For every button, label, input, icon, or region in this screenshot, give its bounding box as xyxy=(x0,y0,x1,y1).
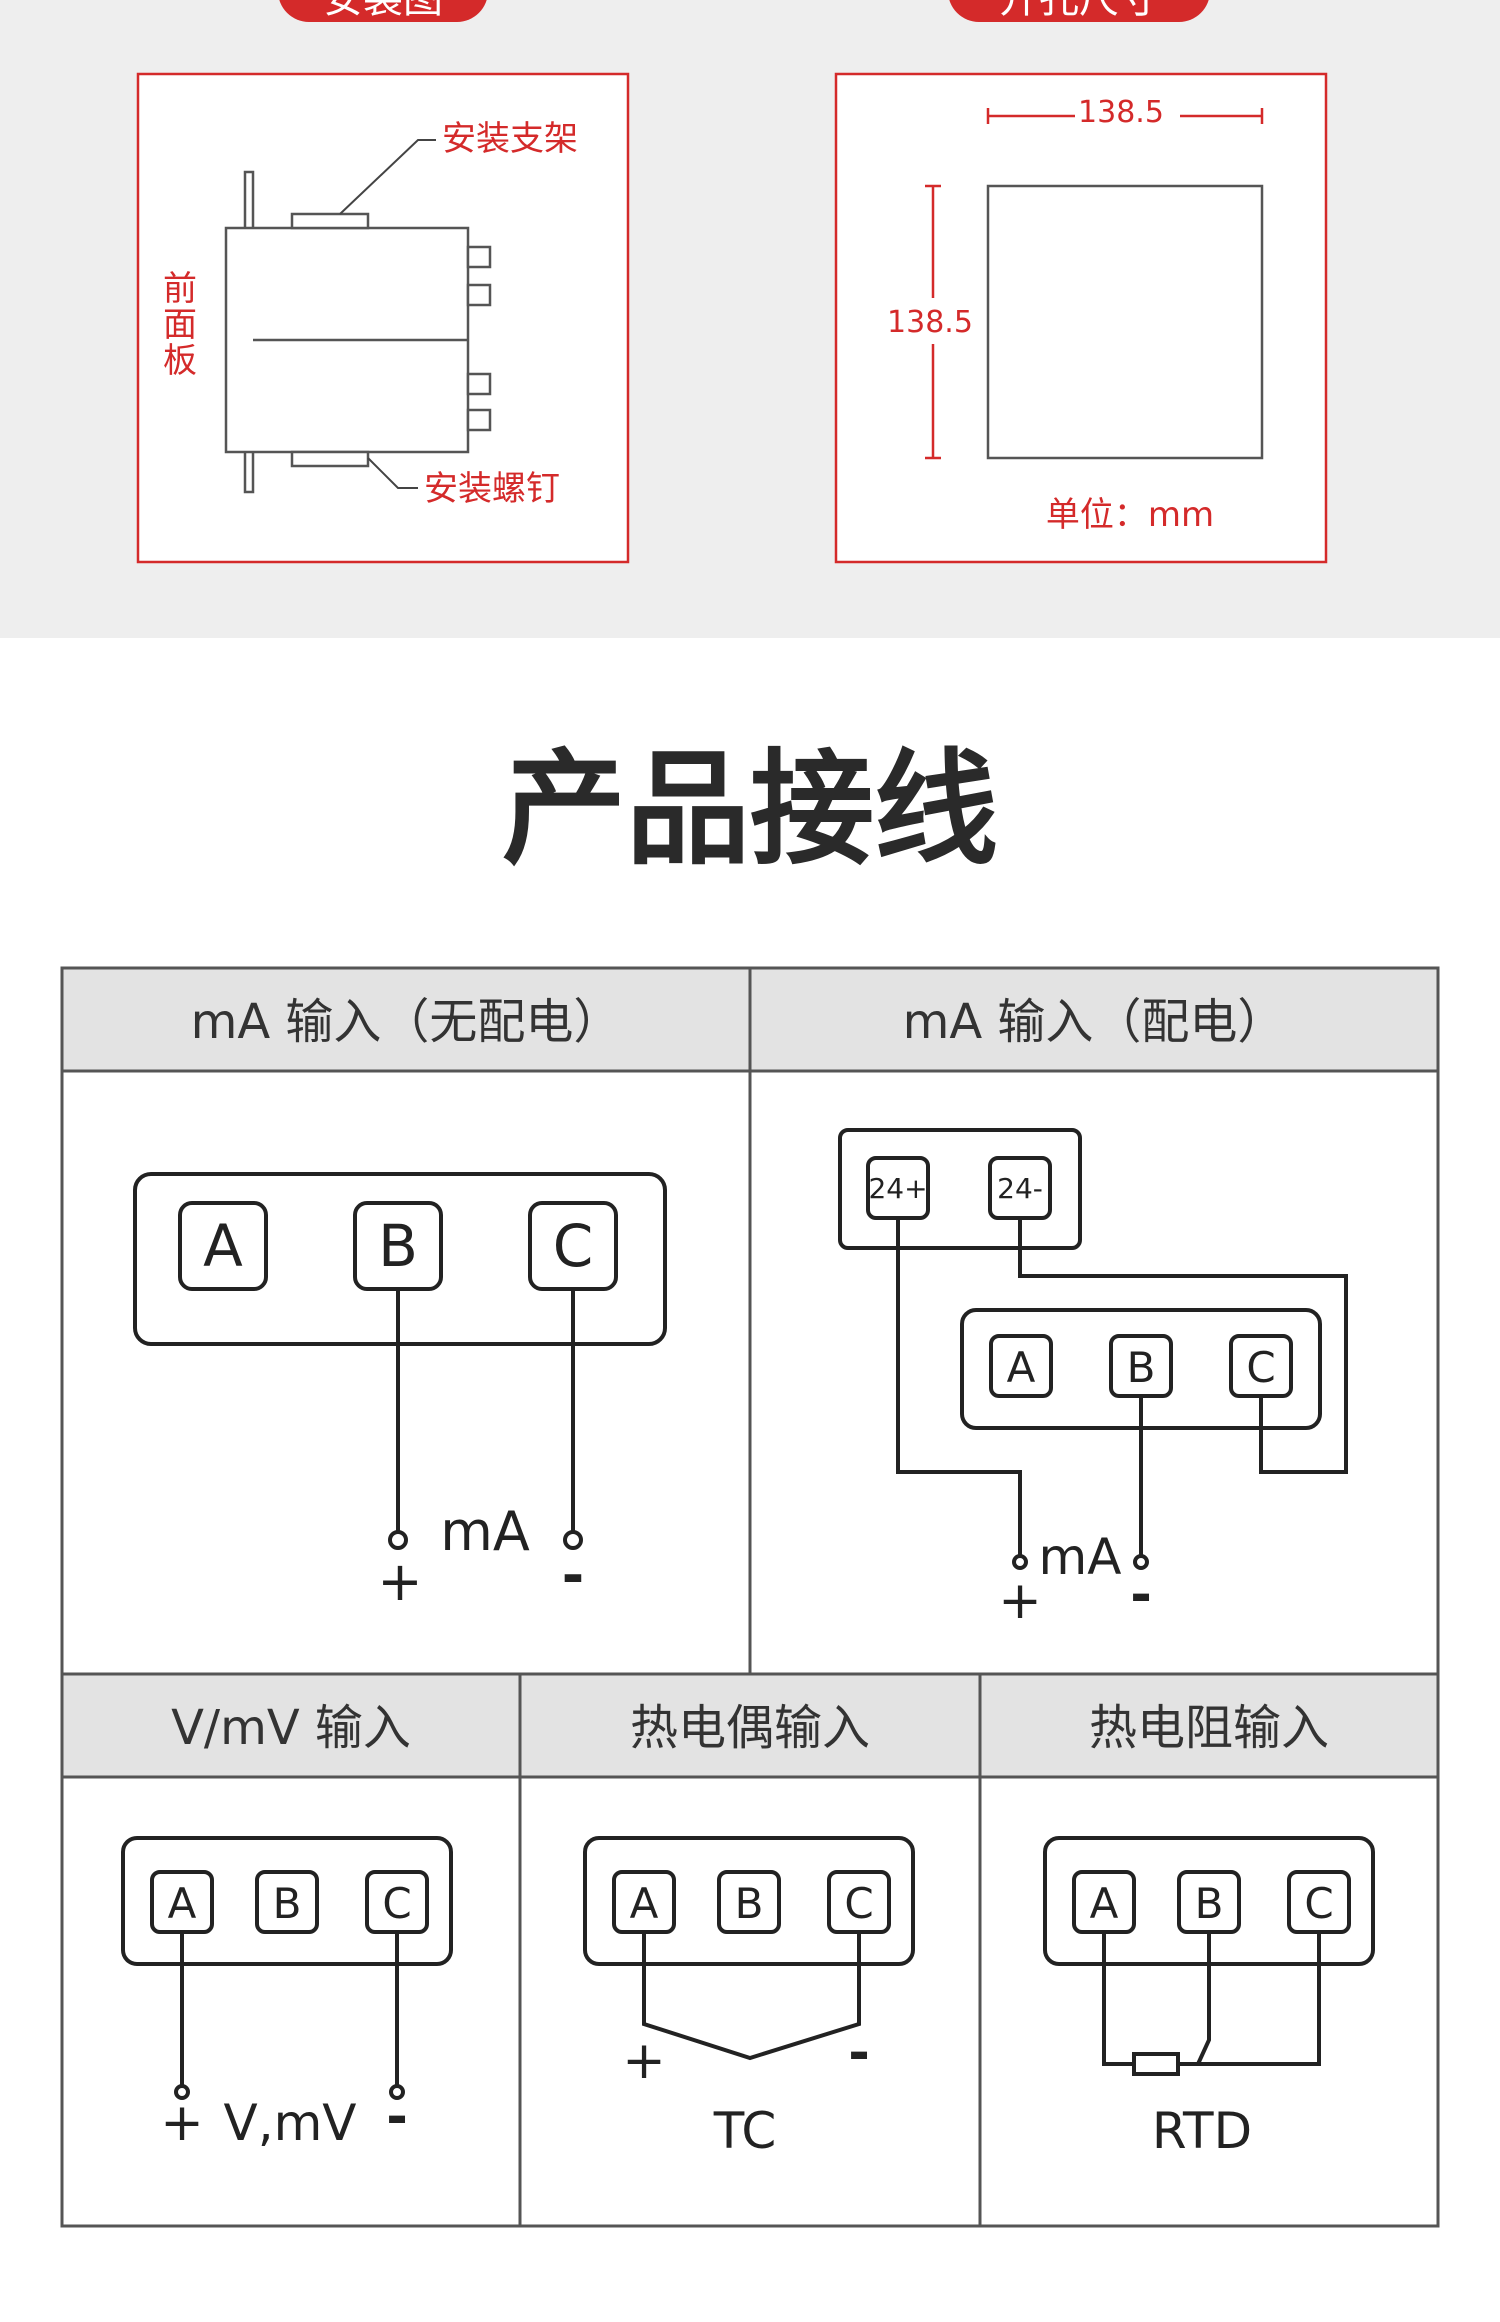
cutout-size-pill-label: 开孔尺寸 xyxy=(999,0,1159,22)
terminal-a-label: A xyxy=(630,1879,659,1928)
terminal-a-label: A xyxy=(1007,1343,1036,1392)
minus-terminal-point xyxy=(389,2084,405,2100)
rtd-resistor xyxy=(1132,2052,1180,2076)
cell-tc: 热电偶输入 A B C + - TC xyxy=(583,1700,915,2160)
wire-24m-to-c xyxy=(1018,1218,1348,1474)
front-panel-label: 前 面 板 xyxy=(163,269,197,381)
plus-sign: + xyxy=(160,2093,204,2153)
width-dimension-line xyxy=(986,108,1264,124)
terminal-b-label: B xyxy=(273,1879,302,1928)
section-title: 产品接线 xyxy=(502,738,998,882)
plus-terminal-point xyxy=(1012,1554,1028,1570)
cell-ma-power: mA 输入（配电） 24+ 24- A B C mA + - xyxy=(838,994,1348,1631)
front-panel-char-1: 前 xyxy=(163,269,197,309)
top-bracket xyxy=(290,212,370,230)
terminal-c-label: C xyxy=(844,1879,873,1928)
instrument-side-view xyxy=(224,139,492,494)
height-dimension-line xyxy=(925,184,941,460)
minus-sign: - xyxy=(848,2023,870,2083)
row2-header-bg xyxy=(62,1674,1438,1777)
install-diagram-pill-shape xyxy=(279,0,487,22)
terminal-b-box xyxy=(255,1870,319,1934)
rear-connector-4 xyxy=(466,408,492,432)
terminal-b-box xyxy=(717,1870,781,1934)
wire-24p-to-plus xyxy=(896,1218,1022,1556)
signal-label: RTD xyxy=(1152,2102,1252,2160)
signal-label: mA xyxy=(1039,1528,1122,1586)
bracket-leader-line xyxy=(339,139,436,215)
terminal-a-box xyxy=(989,1334,1053,1398)
cutout-size-pill: 开孔尺寸 xyxy=(949,0,1209,22)
width-dimension-value: 138.5 xyxy=(1078,95,1164,130)
minus-sign: - xyxy=(386,2087,408,2147)
terminal-a-label: A xyxy=(168,1879,197,1928)
bottom-bracket xyxy=(290,450,370,468)
wire-c xyxy=(1178,1932,1321,2066)
cell-rtd-header: 热电阻输入 xyxy=(1089,1700,1329,1756)
terminal-c-label: C xyxy=(553,1212,594,1280)
mounting-screw-label: 安装螺钉 xyxy=(424,469,560,509)
plus-terminal-point xyxy=(174,2084,190,2100)
front-panel-char-3: 板 xyxy=(163,341,197,381)
cell-tc-wiring xyxy=(583,1836,915,2061)
cell-rtd: 热电阻输入 A B C RTD xyxy=(1043,1700,1375,2160)
minus-terminal-point xyxy=(1133,1554,1149,1570)
cutout-size-panel: 138.5 138.5 单位：mm xyxy=(834,72,1328,564)
wiring-table: mA 输入（无配电） A B C mA + - mA 输入（配电） xyxy=(60,966,1440,2228)
install-diagram-pill: 安装图 xyxy=(279,0,487,22)
installation-drawing-panel: 安装支架 安装螺钉 前 面 板 xyxy=(136,72,630,564)
cell-ma-no-power-wiring xyxy=(133,1172,667,1550)
install-section: 安装图 开孔尺寸 安装支架 安装螺钉 xyxy=(0,0,1500,638)
minus-terminal-point xyxy=(563,1530,583,1550)
front-panel-char-2: 面 xyxy=(163,305,197,345)
thermocouple-junction xyxy=(642,1932,861,2061)
terminal-b-label: B xyxy=(1127,1343,1156,1392)
cell-ma-power-wiring xyxy=(838,1128,1348,1570)
cutout-square xyxy=(986,184,1264,460)
screw-leader-line xyxy=(367,457,418,489)
plus-sign: + xyxy=(998,1571,1042,1631)
terminal-c-label: C xyxy=(382,1879,411,1928)
signal-label: V,mV xyxy=(223,2094,356,2152)
mounting-bracket-label: 安装支架 xyxy=(442,119,578,159)
plus-terminal-point xyxy=(388,1530,408,1550)
unit-label: 单位：mm xyxy=(1046,495,1214,535)
terminal-b-label: B xyxy=(735,1879,764,1928)
cutout-size-pill-shape xyxy=(949,0,1209,22)
signal-label: TC xyxy=(713,2102,777,2160)
terminal-a-label: A xyxy=(1090,1879,1119,1928)
cell-vmv: V/mV 输入 A B C + V,mV - xyxy=(121,1700,453,2153)
terminal-24m-label: 24- xyxy=(997,1172,1043,1205)
minus-sign: - xyxy=(562,1544,584,1607)
rear-connector-3 xyxy=(466,372,492,396)
terminal-a-box xyxy=(178,1201,268,1291)
wire-b xyxy=(1196,1932,1211,2065)
cell-ma-no-power: mA 输入（无配电） A B C mA + - xyxy=(133,994,667,1613)
terminal-24p-label: 24+ xyxy=(868,1172,927,1205)
install-diagram-pill-label: 安装图 xyxy=(323,0,443,22)
cell-rtd-wiring xyxy=(1043,1836,1375,2076)
signal-label: mA xyxy=(440,1500,530,1563)
rear-connector-2 xyxy=(466,283,492,307)
cell-ma-no-power-header: mA 输入（无配电） xyxy=(191,994,622,1050)
terminal-b-label: B xyxy=(378,1212,418,1280)
cell-tc-header: 热电偶输入 xyxy=(630,1700,870,1756)
terminal-a-label: A xyxy=(203,1212,243,1280)
height-dimension-value: 138.5 xyxy=(887,305,973,340)
cell-vmv-header: V/mV 输入 xyxy=(171,1700,411,1756)
terminal-b-label: B xyxy=(1195,1879,1224,1928)
plus-sign: + xyxy=(377,1550,422,1613)
terminal-c-label: C xyxy=(1246,1343,1275,1392)
plus-sign: + xyxy=(622,2031,666,2091)
minus-sign: - xyxy=(1130,1565,1152,1625)
wire-a xyxy=(1102,1932,1134,2066)
cell-vmv-wiring xyxy=(121,1836,453,2100)
table-grid xyxy=(60,966,1440,2228)
cell-ma-power-header: mA 输入（配电） xyxy=(903,994,1286,1050)
rear-connector-1 xyxy=(466,245,492,269)
terminal-c-label: C xyxy=(1304,1879,1333,1928)
